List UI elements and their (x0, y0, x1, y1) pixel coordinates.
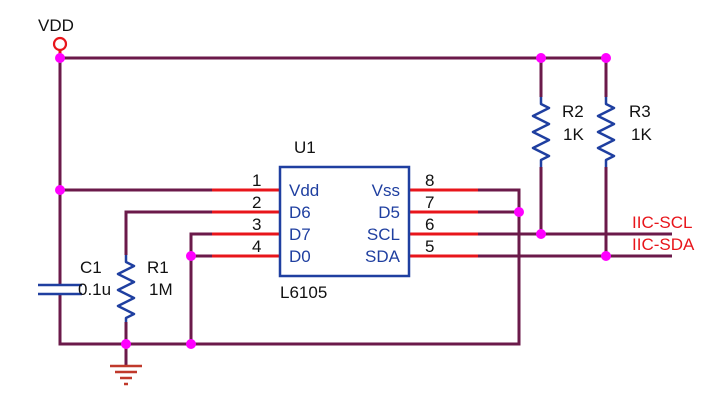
pin-number-6: 6 (425, 215, 434, 234)
vdd-supply: VDD (38, 16, 74, 58)
wire-gnd-rail (58, 188, 521, 346)
wire-pin3 (189, 232, 212, 344)
resistor-r2-value: 1K (563, 125, 584, 144)
resistor-r3: R3 1K (596, 97, 652, 167)
pin-name-scl: SCL (367, 225, 400, 244)
junction-dot (121, 339, 131, 349)
wire-pin2-r1 (124, 210, 212, 255)
resistor-r3-symbol (596, 97, 616, 167)
resistor-r1-value: 1M (149, 280, 173, 299)
resistor-r3-ref: R3 (629, 102, 651, 121)
net-label-sda: IIC-SDA (632, 235, 695, 254)
pin-number-5: 5 (425, 237, 434, 256)
capacitor-c1-value: 0.1u (78, 280, 111, 299)
pin-number-3: 3 (252, 215, 261, 234)
junction-dot (55, 185, 65, 195)
capacitor-c1: C1 0.1u (38, 258, 111, 299)
junction-dot (601, 53, 611, 63)
resistor-r1: R1 1M (116, 255, 173, 322)
chip-part: L6105 (280, 283, 327, 302)
junctions (55, 53, 611, 349)
resistor-r2: R2 1K (531, 97, 584, 167)
pin-number-4: 4 (252, 237, 261, 256)
junction-dot (536, 229, 546, 239)
pin-name-vss: Vss (372, 181, 400, 200)
pin-number-8: 8 (425, 171, 434, 190)
wires (58, 56, 672, 366)
junction-dot (514, 207, 524, 217)
pin-name-vdd: Vdd (289, 181, 319, 200)
resistor-r1-ref: R1 (147, 258, 169, 277)
junction-dot (186, 251, 196, 261)
pin-name-sda: SDA (365, 247, 401, 266)
chip-body (278, 165, 411, 278)
ground-symbol (110, 364, 142, 386)
junction-dot (536, 53, 546, 63)
junction-dot (55, 53, 65, 63)
junction-dot (186, 339, 196, 349)
pin-number-1: 1 (252, 171, 261, 190)
pin-name-d5: D5 (378, 203, 400, 222)
chip-u1: U1 L6105 1 2 3 4 Vdd D6 D7 D0 8 7 6 5 Vs… (212, 138, 478, 302)
pin-number-7: 7 (425, 193, 434, 212)
resistor-r2-symbol (531, 97, 551, 167)
capacitor-c1-ref: C1 (80, 258, 102, 277)
chip-ref: U1 (294, 138, 316, 157)
junction-dot (601, 251, 611, 261)
resistor-r1-symbol (116, 255, 136, 322)
pin-name-d7: D7 (289, 225, 311, 244)
pin-number-2: 2 (252, 193, 261, 212)
pin-name-d0: D0 (289, 247, 311, 266)
net-label-scl: IIC-SCL (632, 213, 692, 232)
chip-pins (212, 188, 478, 258)
resistor-r3-value: 1K (631, 125, 652, 144)
resistor-r2-ref: R2 (562, 102, 584, 121)
pin-name-d6: D6 (289, 203, 311, 222)
vdd-label: VDD (38, 16, 74, 35)
vdd-port-symbol (52, 36, 68, 52)
